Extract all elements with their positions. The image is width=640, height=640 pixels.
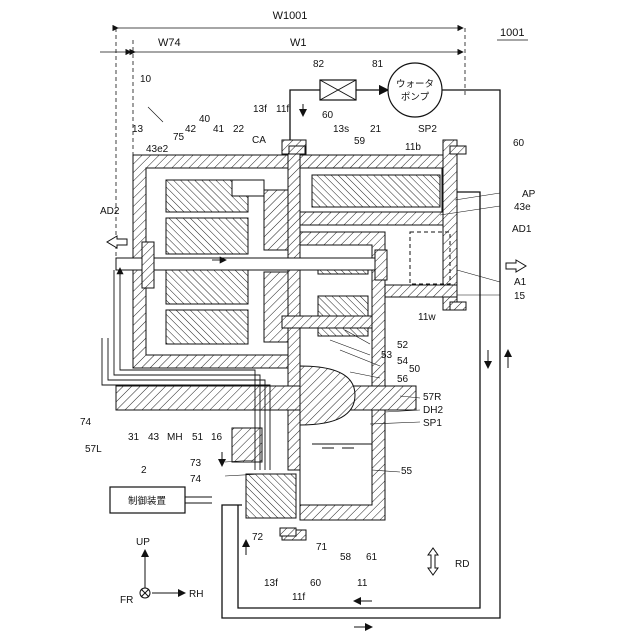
label-43e: 43e bbox=[514, 202, 531, 213]
label-21: 21 bbox=[370, 124, 382, 135]
label-13s: 13s bbox=[333, 124, 349, 135]
valve-82 bbox=[320, 80, 356, 100]
label-51: 51 bbox=[192, 432, 204, 443]
label-ca: CA bbox=[252, 135, 266, 146]
orientation-indicator bbox=[140, 550, 185, 598]
label-11f-top: 11f bbox=[276, 104, 289, 115]
label-54: 54 bbox=[397, 356, 409, 367]
label-75: 75 bbox=[173, 132, 185, 143]
label-dh2: DH2 bbox=[423, 405, 443, 416]
label-15: 15 bbox=[514, 291, 526, 302]
label-74-left: 74 bbox=[80, 417, 92, 428]
label-60-top: 60 bbox=[322, 110, 334, 121]
label-13: 13 bbox=[132, 124, 144, 135]
label-sp2: SP2 bbox=[418, 124, 437, 135]
dim-label-w1001: W1001 bbox=[273, 10, 308, 22]
pump-label-line1: ウォータ bbox=[396, 79, 434, 90]
label-a1: A1 bbox=[514, 277, 527, 288]
label-58: 58 bbox=[340, 552, 352, 563]
label-rh: RH bbox=[189, 589, 203, 600]
label-55: 55 bbox=[401, 466, 413, 477]
label-11b: 11b bbox=[405, 142, 421, 153]
label-10: 10 bbox=[140, 74, 152, 85]
label-81: 81 bbox=[372, 59, 384, 70]
label-60-right: 60 bbox=[513, 138, 525, 149]
label-40: 40 bbox=[199, 114, 211, 125]
label-2: 2 bbox=[141, 465, 147, 476]
water-pump: ウォータ ポンプ bbox=[388, 63, 442, 117]
label-11f-bot: 11f bbox=[292, 592, 305, 603]
label-ad2: AD2 bbox=[100, 206, 120, 217]
label-71: 71 bbox=[316, 542, 328, 553]
label-60-bot: 60 bbox=[310, 578, 322, 589]
label-ad1: AD1 bbox=[512, 224, 532, 235]
label-13f-bot: 13f bbox=[264, 578, 278, 589]
label-13f-top: 13f bbox=[253, 104, 267, 115]
pump-label-line2: ポンプ bbox=[401, 92, 430, 103]
label-74-mid: 74 bbox=[190, 474, 202, 485]
label-sp1: SP1 bbox=[423, 418, 442, 429]
label-56: 56 bbox=[397, 374, 409, 385]
label-57l: 57L bbox=[85, 444, 102, 455]
label-50: 50 bbox=[409, 364, 421, 375]
label-11w: 11w bbox=[418, 312, 436, 323]
label-53: 53 bbox=[381, 350, 393, 361]
label-52: 52 bbox=[397, 340, 409, 351]
label-31: 31 bbox=[128, 432, 140, 443]
dim-label-w74: W74 bbox=[158, 37, 181, 49]
label-43: 43 bbox=[148, 432, 160, 443]
label-rd: RD bbox=[455, 559, 469, 570]
label-61: 61 bbox=[366, 552, 378, 563]
label-57r: 57R bbox=[423, 392, 441, 403]
label-11: 11 bbox=[357, 578, 368, 589]
figure-number: 1001 bbox=[500, 27, 524, 39]
label-41: 41 bbox=[213, 124, 225, 135]
controller-box: 制御装置 bbox=[110, 487, 212, 513]
label-73: 73 bbox=[190, 458, 202, 469]
label-72: 72 bbox=[252, 532, 264, 543]
label-ap: AP bbox=[522, 189, 536, 200]
label-82: 82 bbox=[313, 59, 325, 70]
label-mh: MH bbox=[167, 432, 183, 443]
coolant-loop bbox=[222, 90, 500, 618]
label-42: 42 bbox=[185, 124, 197, 135]
label-fr: FR bbox=[120, 595, 133, 606]
label-22: 22 bbox=[233, 124, 245, 135]
label-up: UP bbox=[136, 537, 150, 548]
controller-label: 制御装置 bbox=[128, 495, 166, 507]
label-43e2: 43e2 bbox=[146, 144, 169, 155]
label-59: 59 bbox=[354, 136, 366, 147]
dim-label-w1: W1 bbox=[290, 37, 307, 49]
label-16: 16 bbox=[211, 432, 223, 443]
